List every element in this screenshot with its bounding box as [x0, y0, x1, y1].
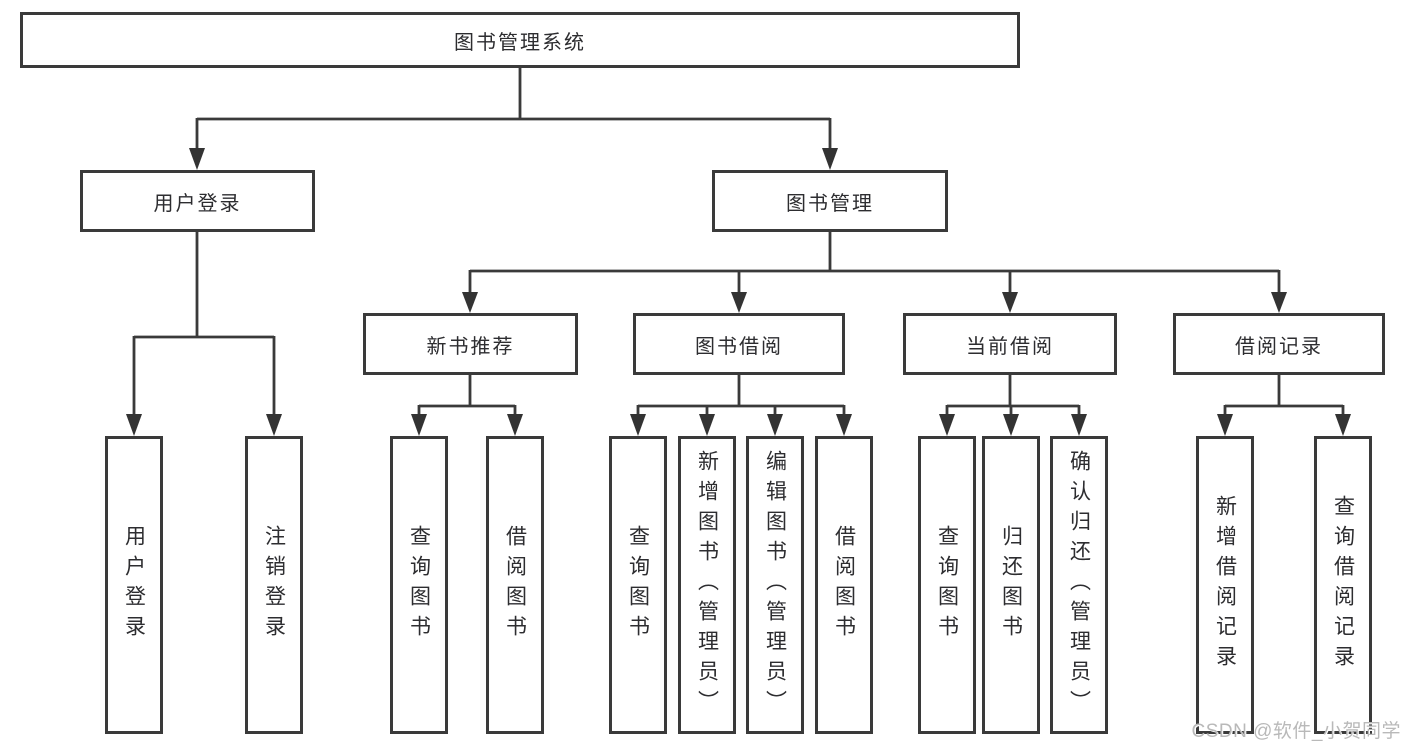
leaf-query-borrow-record: 查询借阅记录	[1314, 436, 1372, 734]
leaf-borrow-books: 借阅图书	[815, 436, 873, 734]
leaf-add-borrow-record: 新增借阅记录	[1196, 436, 1254, 734]
leaf-query-books-current-label: 查询图书	[935, 525, 959, 645]
leaf-logout-label: 注销登录	[262, 525, 286, 645]
leaf-confirm-return-admin: 确认归还（管理员）	[1050, 436, 1108, 734]
leaf-query-books-current: 查询图书	[918, 436, 976, 734]
arrowheads	[126, 148, 1351, 436]
leaf-add-book-admin: 新增图书（管理员）	[678, 436, 736, 734]
leaf-query-books-borrow: 查询图书	[609, 436, 667, 734]
leaf-add-book-admin-label: 新增图书（管理员）	[695, 450, 719, 720]
leaf-logout: 注销登录	[245, 436, 303, 734]
leaf-query-books-borrow-label: 查询图书	[626, 525, 650, 645]
node-new-book-recommend: 新书推荐	[363, 313, 578, 375]
leaf-user-login-label: 用户登录	[122, 525, 146, 645]
node-book-management: 图书管理	[712, 170, 948, 232]
watermark: CSDN @软件_小贺同学	[1191, 721, 1401, 742]
leaf-query-books-recommend-label: 查询图书	[407, 525, 431, 645]
node-root: 图书管理系统	[20, 12, 1020, 68]
node-current-borrow: 当前借阅	[903, 313, 1117, 375]
leaf-return-books-label: 归还图书	[999, 525, 1023, 645]
leaf-query-borrow-record-label: 查询借阅记录	[1331, 495, 1355, 675]
leaf-confirm-return-admin-label: 确认归还（管理员）	[1067, 450, 1091, 720]
node-book-borrow: 图书借阅	[633, 313, 845, 375]
node-borrow-records: 借阅记录	[1173, 313, 1385, 375]
leaf-user-login: 用户登录	[105, 436, 163, 734]
leaf-return-books: 归还图书	[982, 436, 1040, 734]
leaf-add-borrow-record-label: 新增借阅记录	[1213, 495, 1237, 675]
leaf-borrow-books-label: 借阅图书	[832, 525, 856, 645]
node-user-login: 用户登录	[80, 170, 315, 232]
leaf-borrow-books-recommend-label: 借阅图书	[503, 525, 527, 645]
leaf-borrow-books-recommend: 借阅图书	[486, 436, 544, 734]
leaf-edit-book-admin-label: 编辑图书（管理员）	[763, 450, 787, 720]
leaf-edit-book-admin: 编辑图书（管理员）	[746, 436, 804, 734]
leaf-query-books-recommend: 查询图书	[390, 436, 448, 734]
